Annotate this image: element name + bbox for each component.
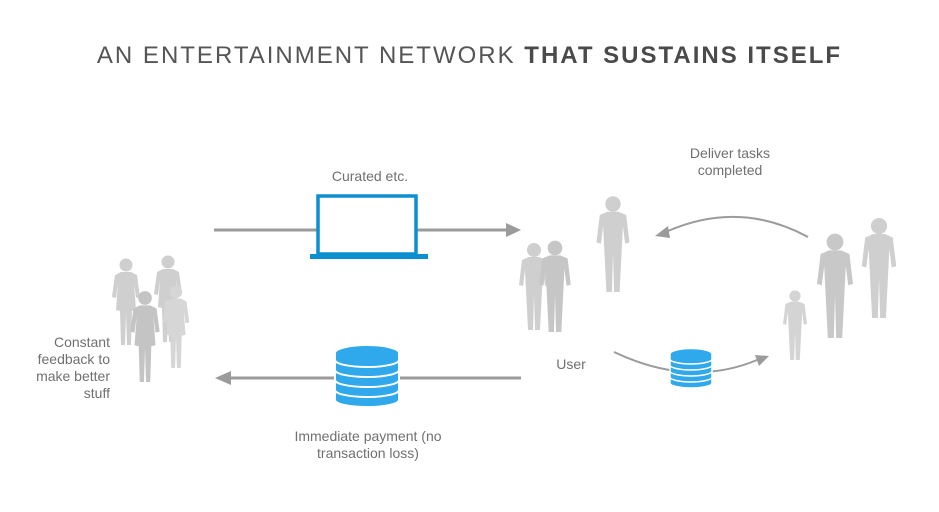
feedback-label-line3: make better (36, 368, 110, 384)
right-people-group-icon (783, 217, 897, 360)
title-bold: THAT SUSTAINS ITSELF (524, 42, 843, 69)
payment-label-line2: transaction loss) (317, 445, 419, 461)
deliver-arrow (655, 215, 809, 238)
diagram-title: AN ENTERTAINMENT NETWORK THAT SUSTAINS I… (0, 42, 939, 70)
coin-stack-icon (334, 344, 400, 408)
payment-label: Immediate payment (no transaction loss) (268, 428, 468, 462)
user-label: User (556, 356, 586, 372)
small-coin-stack-icon (669, 347, 713, 389)
laptop-icon (310, 194, 428, 259)
user-group-icon (519, 196, 630, 332)
deliver-label-line2: completed (697, 162, 763, 178)
payment-label-line1: Immediate payment (no (294, 428, 442, 444)
feedback-label-line2: feedback to (37, 351, 110, 367)
title-light: AN ENTERTAINMENT NETWORK (96, 42, 525, 69)
feedback-label-line1: Constant (53, 334, 110, 350)
deliver-label-line1: Deliver tasks (689, 145, 771, 161)
people-group-icon (112, 255, 190, 382)
feedback-label-line4: stuff (83, 385, 110, 401)
curated-label: Curated etc. (331, 168, 409, 184)
deliver-label: Deliver tasks completed (660, 145, 800, 179)
feedback-label: Constant feedback to make better stuff (10, 334, 110, 402)
